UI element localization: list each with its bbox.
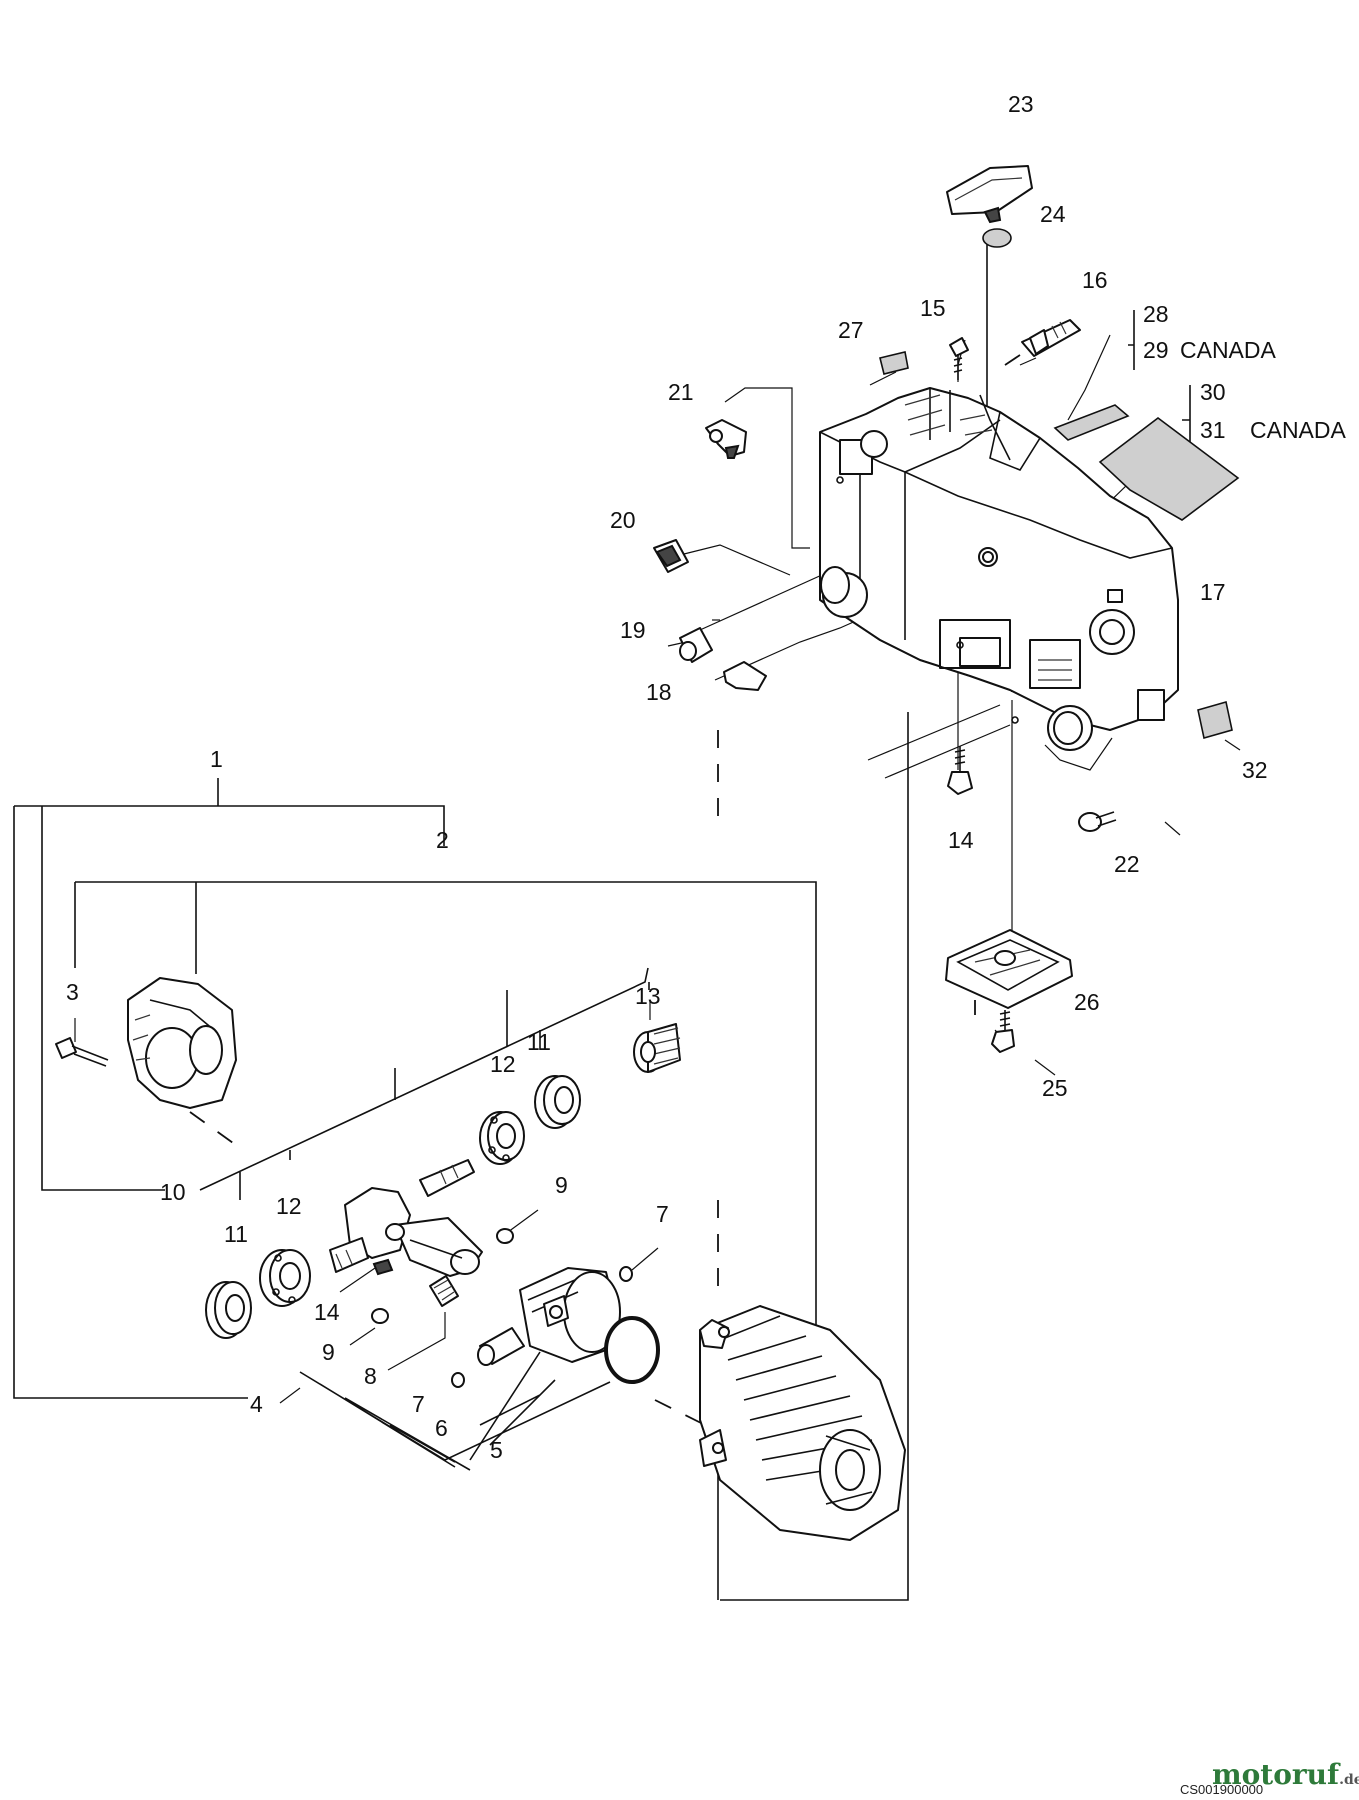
watermark-brand: motoruf	[1212, 1758, 1341, 1791]
callout-4: 4	[250, 1391, 263, 1417]
callout-9a: 9	[555, 1172, 568, 1198]
callout-14b: 14	[314, 1299, 340, 1325]
callout-12b: 12	[276, 1193, 302, 1219]
key-14-crank	[372, 1258, 394, 1276]
crankcase-housing-17	[819, 387, 1179, 751]
callout-7b: 7	[412, 1391, 425, 1417]
screw-15	[949, 337, 969, 380]
callout-6: 6	[435, 1415, 448, 1441]
label-28	[1053, 404, 1130, 441]
callout-11b: 11	[224, 1221, 248, 1247]
label-32	[1197, 700, 1233, 740]
callout-30: 30	[1200, 379, 1226, 405]
callout-27: 27	[838, 317, 864, 343]
callout-20: 20	[610, 507, 636, 533]
cap-24	[982, 228, 1012, 248]
crankcase-half-2	[127, 977, 237, 1109]
callout-29: 29	[1143, 337, 1169, 363]
callout-9b: 9	[322, 1339, 335, 1365]
catch-21	[705, 419, 747, 459]
plate-26	[945, 929, 1073, 1009]
label-30	[1098, 416, 1240, 521]
needle-bearing-13	[633, 1023, 681, 1073]
callout-21: 21	[668, 379, 694, 405]
callout-1: 1	[210, 746, 223, 772]
leader-lines	[13, 232, 1241, 1601]
canada-note-31: CANADA	[1250, 417, 1347, 443]
callout-2: 2	[436, 827, 449, 853]
crankshaft-10	[329, 1159, 483, 1277]
canada-note-29: CANADA	[1180, 337, 1277, 363]
callout-8: 8	[364, 1363, 377, 1389]
oil-hose-fitting-16	[1021, 319, 1081, 357]
callout-23: 23	[1008, 91, 1034, 117]
clip-18	[723, 661, 767, 691]
pad-20	[653, 539, 689, 573]
piston-ring	[604, 1316, 660, 1384]
callout-11a: 11	[527, 1029, 551, 1055]
callout-13: 13	[635, 983, 661, 1009]
callout-14a: 14	[948, 827, 974, 853]
needle-bearing-8	[429, 1275, 459, 1307]
circlip-7-upper	[619, 1266, 633, 1282]
callout-18: 18	[646, 679, 672, 705]
pin-22	[1078, 811, 1117, 832]
callout-16: 16	[1082, 267, 1108, 293]
callout-12a: 12	[490, 1051, 516, 1077]
callout-7a: 7	[656, 1201, 669, 1227]
piston-pin-6	[477, 1327, 525, 1366]
callout-17: 17	[1200, 579, 1226, 605]
callout-25: 25	[1042, 1075, 1068, 1101]
washer-9-lower	[371, 1308, 389, 1324]
oil-seal-11-lower	[205, 1281, 252, 1339]
label-27	[879, 351, 909, 375]
washer-9-upper	[496, 1228, 514, 1244]
bearing-12-upper	[479, 1111, 525, 1165]
callout-5: 5	[490, 1437, 503, 1463]
callout-26: 26	[1074, 989, 1100, 1015]
plug-19	[679, 627, 713, 663]
diagram-code: CS001900000	[1180, 1782, 1263, 1797]
callout-32: 32	[1242, 757, 1268, 783]
callout-10: 10	[160, 1179, 186, 1205]
callout-24: 24	[1040, 201, 1066, 227]
callout-31: 31	[1200, 417, 1226, 443]
bolt-3	[55, 1037, 109, 1067]
oil-seal-11-upper	[534, 1075, 581, 1129]
piston-5	[519, 1267, 621, 1363]
circlip-7-lower	[451, 1372, 465, 1388]
svg-text:motoruf.de: motoruf.de	[1212, 1758, 1359, 1791]
callout-28: 28	[1143, 301, 1169, 327]
callout-22: 22	[1114, 851, 1140, 877]
bolt-14-upper	[947, 746, 973, 795]
cylinder	[699, 1305, 906, 1541]
callout-3: 3	[66, 979, 79, 1005]
bearing-12-lower	[259, 1249, 311, 1307]
watermark-tld: .de	[1339, 1772, 1359, 1788]
callout-19: 19	[620, 617, 646, 643]
callout-labels: 1 2 3 4 5 6 7 7 8 9 9 10 11 11 12 12 13 …	[66, 91, 1347, 1463]
parts	[55, 165, 1240, 1541]
screw-25	[991, 1010, 1015, 1053]
watermark-logo: motoruf.de	[1212, 1758, 1359, 1791]
chain-brake-lever-23	[946, 165, 1033, 224]
callout-15: 15	[920, 295, 946, 321]
